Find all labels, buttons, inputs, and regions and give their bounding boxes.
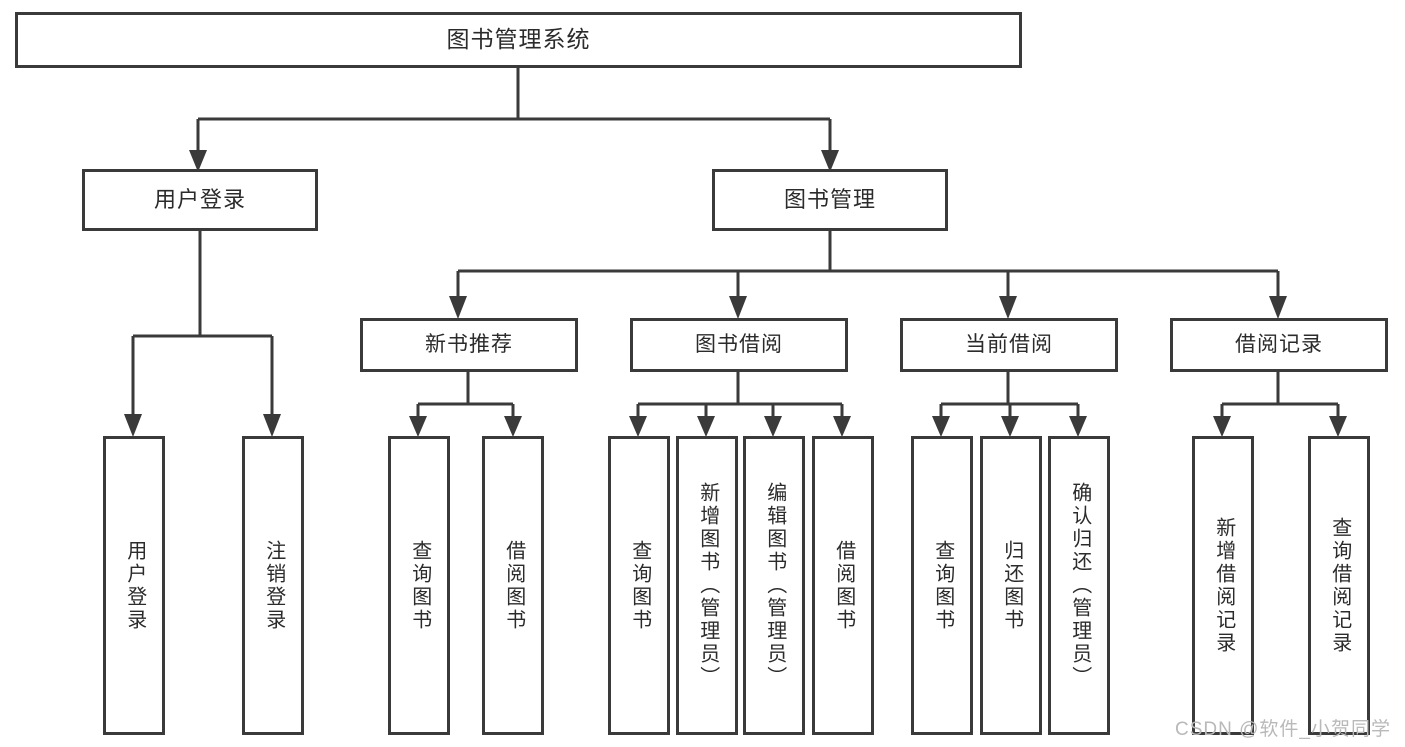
node-leaf-query-book-1[interactable]: 查询图书 [388,436,450,735]
node-label: 查询图书 [931,539,954,632]
node-leaf-logout-login[interactable]: 注销登录 [242,436,304,735]
node-book-borrow[interactable]: 图书借阅 [630,318,848,372]
watermark-text: CSDN @软件_小贺同学 [1175,719,1391,740]
node-leaf-query-borrow-record[interactable]: 查询借阅记录 [1308,436,1370,735]
node-label: 确认归还（管理员） [1068,482,1091,689]
node-label: 当前借阅 [965,332,1053,356]
node-label: 用户登录 [123,539,146,632]
node-root-book-management-system[interactable]: 图书管理系统 [15,12,1022,68]
node-leaf-return-book[interactable]: 归还图书 [980,436,1042,735]
node-label: 新增借阅记录 [1212,516,1235,655]
node-label: 编辑图书（管理员） [763,482,786,689]
node-leaf-borrow-book-2[interactable]: 借阅图书 [812,436,874,735]
node-label: 新书推荐 [425,332,513,356]
node-leaf-edit-book[interactable]: 编辑图书（管理员） [743,436,805,735]
node-book-management[interactable]: 图书管理 [712,169,948,231]
node-label: 查询图书 [628,539,651,632]
node-label: 查询图书 [408,539,431,632]
node-label: 借阅记录 [1235,332,1323,356]
node-leaf-user-login[interactable]: 用户登录 [103,436,165,735]
node-label: 用户登录 [153,187,246,213]
node-leaf-add-book[interactable]: 新增图书（管理员） [676,436,738,735]
node-label: 借阅图书 [832,539,855,632]
node-new-book-recommend[interactable]: 新书推荐 [360,318,578,372]
node-label: 查询借阅记录 [1328,516,1351,655]
node-leaf-add-borrow-record[interactable]: 新增借阅记录 [1192,436,1254,735]
node-leaf-query-book-3[interactable]: 查询图书 [911,436,973,735]
node-user-login[interactable]: 用户登录 [82,169,318,231]
node-label: 图书借阅 [695,332,783,356]
node-label: 注销登录 [262,539,285,632]
node-label: 图书管理系统 [446,26,591,53]
node-label: 新增图书（管理员） [696,482,719,689]
node-label: 归还图书 [1000,539,1023,632]
node-label: 借阅图书 [502,539,525,632]
node-leaf-borrow-book-1[interactable]: 借阅图书 [482,436,544,735]
node-current-borrow[interactable]: 当前借阅 [900,318,1118,372]
node-leaf-confirm-return[interactable]: 确认归还（管理员） [1048,436,1110,735]
node-leaf-query-book-2[interactable]: 查询图书 [608,436,670,735]
node-borrow-record[interactable]: 借阅记录 [1170,318,1388,372]
node-label: 图书管理 [783,187,876,213]
